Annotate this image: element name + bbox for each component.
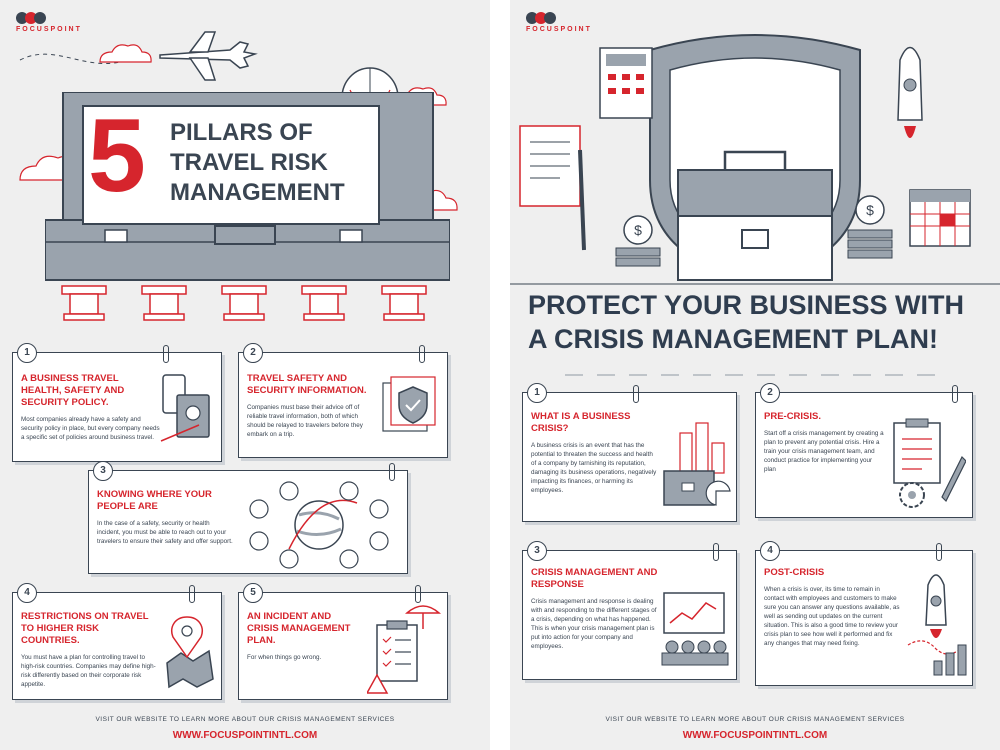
card-number: 4 — [760, 541, 780, 561]
pillar-card-4: 4 RESTRICTIONS ON TRAVEL TO HIGHER RISK … — [12, 583, 222, 700]
airplane-icon — [159, 31, 258, 81]
pillars-illustration — [61, 285, 427, 321]
card-title: WHAT IS A BUSINESS CRISIS? — [531, 411, 631, 434]
title-line: TRAVEL RISK — [170, 149, 328, 176]
card-title: A BUSINESS TRAVEL HEALTH, SAFETY AND SEC… — [21, 373, 125, 408]
card-title: TRAVEL SAFETY AND SECURITY INFORMATION. — [247, 373, 367, 396]
title-number: 5 — [88, 98, 146, 214]
logo-text: FOCUSPOINT — [16, 26, 82, 33]
card-text: Crisis management and response is dealin… — [531, 598, 657, 650]
pillar-card-5: 5 AN INCIDENT AND CRISIS MANAGEMENT PLAN… — [238, 583, 448, 700]
card-title: POST-CRISIS — [764, 567, 825, 578]
card-number: 3 — [527, 541, 547, 561]
title-card — [82, 105, 380, 225]
card-title: KNOWING WHERE YOUR PEOPLE ARE — [97, 489, 212, 512]
focuspoint-logo: FOCUSPOINT — [526, 12, 592, 33]
paperclip-icon — [633, 385, 639, 403]
pillar-card-2: 2 TRAVEL SAFETY AND SECURITY INFORMATION… — [238, 343, 448, 458]
card-number: 4 — [17, 583, 37, 603]
pillar-icon — [381, 285, 427, 321]
right-poster: FOCUSPOINT $ $ — [510, 0, 1000, 750]
card-text: Companies must base their advice off of … — [247, 404, 363, 438]
map-pin-icon — [166, 616, 214, 689]
rocket-growth-icon — [907, 574, 967, 676]
clipboard-gear-icon — [893, 418, 966, 508]
svg-text:$: $ — [634, 222, 642, 238]
pillar-icon — [221, 285, 267, 321]
card-number: 5 — [243, 583, 263, 603]
paperclip-icon — [415, 585, 421, 603]
crisis-card-3: 3 CRISIS MANAGEMENT AND RESPONSE Crisis … — [522, 541, 737, 680]
logo-text: FOCUSPOINT — [526, 26, 592, 33]
card-title: AN INCIDENT AND CRISIS MANAGEMENT PLAN. — [247, 611, 351, 646]
footer-note: VISIT OUR WEBSITE TO LEARN MORE ABOUT OU… — [605, 716, 905, 723]
card-text: For when things go wrong. — [247, 654, 322, 661]
card-text: In the case of a safety, security or hea… — [97, 520, 233, 545]
svg-text:$: $ — [866, 202, 874, 218]
card-text: Start off a crisis management by creatin… — [764, 430, 884, 473]
card-text: A business crisis is an event that has t… — [531, 442, 657, 494]
title-line: PROTECT YOUR BUSINESS WITH — [528, 290, 965, 320]
page-title: PROTECT YOUR BUSINESS WITH A CRISIS MANA… — [528, 288, 964, 356]
calendar-icon — [909, 189, 971, 247]
logo-mark-icon — [526, 12, 564, 24]
focuspoint-logo: FOCUSPOINT — [16, 12, 82, 33]
footer-url-link[interactable]: WWW.FOCUSPOINTINTL.COM — [682, 730, 828, 741]
calculator-icon — [599, 47, 653, 119]
card-number: 1 — [527, 383, 547, 403]
divider — [565, 374, 945, 376]
rocket-icon — [897, 46, 923, 138]
pillar-card-3: 3 KNOWING WHERE YOUR PEOPLE ARE In the c… — [88, 461, 408, 574]
card-number: 2 — [760, 383, 780, 403]
paperclip-icon — [713, 543, 719, 561]
presentation-icon — [661, 592, 729, 666]
left-poster: FOCUSPOINT 5 PILLARS OF — [0, 0, 490, 750]
pillar-icon — [61, 285, 107, 321]
document-icon — [519, 125, 586, 251]
pillar-card-1: 1 A BUSINESS TRAVEL HEALTH, SAFETY AND S… — [12, 343, 222, 462]
briefcase-icon — [677, 150, 833, 281]
title-line: MANAGEMENT — [170, 179, 345, 206]
crisis-card-4: 4 POST-CRISIS When a crisis is over, its… — [755, 541, 973, 686]
title-line: A CRISIS MANAGEMENT PLAN! — [528, 324, 938, 354]
pillar-icon — [301, 285, 347, 321]
passport-phone-icon — [160, 374, 210, 442]
card-title: CRISIS MANAGEMENT AND RESPONSE — [531, 567, 658, 590]
coin-stack-icon: $ $ — [615, 195, 893, 267]
logo-mark-icon — [16, 12, 54, 24]
card-title: RESTRICTIONS ON TRAVEL TO HIGHER RISK CO… — [21, 611, 149, 646]
card-title: PRE-CRISIS. — [764, 411, 822, 422]
card-number: 2 — [243, 343, 263, 363]
globe-people-icon — [249, 481, 389, 569]
shield-check-icon — [382, 376, 436, 432]
paperclip-icon — [419, 345, 425, 363]
title-line: PILLARS OF — [170, 119, 313, 146]
hero-illustration: $ $ — [510, 34, 1000, 285]
card-number: 3 — [93, 461, 113, 481]
footer-note: VISIT OUR WEBSITE TO LEARN MORE ABOUT OU… — [95, 716, 395, 723]
paperclip-icon — [189, 585, 195, 603]
footer-url-link[interactable]: WWW.FOCUSPOINTINTL.COM — [172, 730, 318, 741]
briefcase-chart-icon — [663, 422, 731, 506]
card-text: Most companies already have a safety and… — [21, 416, 160, 441]
crisis-card-2: 2 PRE-CRISIS. Start off a crisis managem… — [755, 383, 973, 518]
paperclip-icon — [952, 385, 958, 403]
page-title: PILLARS OF TRAVEL RISK MANAGEMENT — [170, 118, 345, 208]
paperclip-icon — [389, 463, 395, 481]
checklist-umbrella-icon — [367, 605, 441, 694]
card-text: You must have a plan for controlling tra… — [21, 654, 156, 688]
paperclip-icon — [163, 345, 169, 363]
card-number: 1 — [17, 343, 37, 363]
pillar-icon — [141, 285, 187, 321]
crisis-card-1: 1 WHAT IS A BUSINESS CRISIS? A business … — [522, 383, 737, 522]
card-text: When a crisis is over, its time to remai… — [764, 586, 900, 647]
paperclip-icon — [936, 543, 942, 561]
